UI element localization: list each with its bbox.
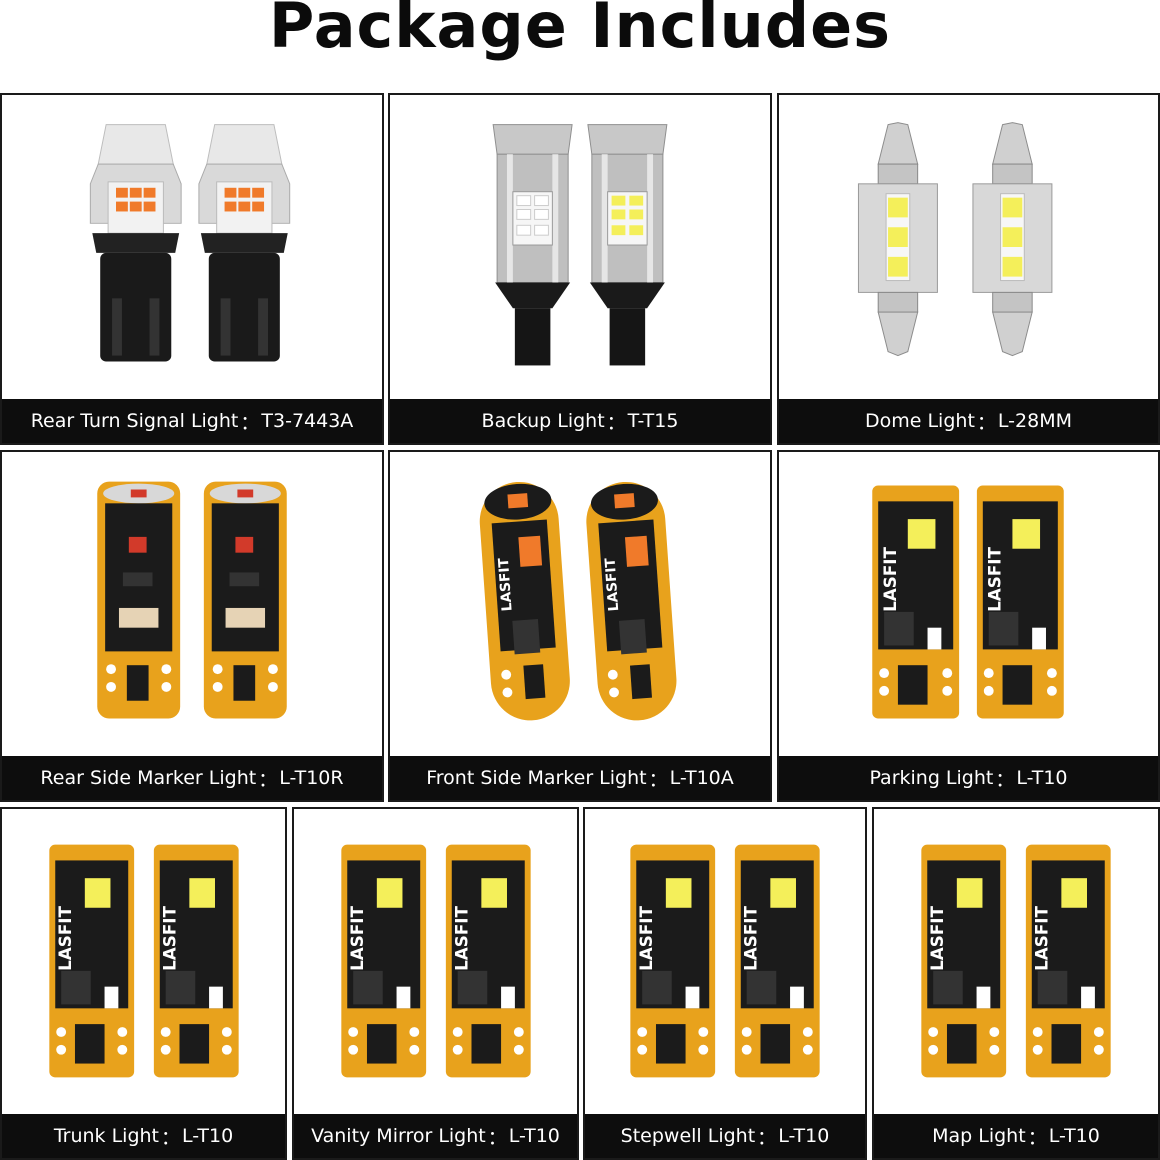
pcb-brand-mark: LASFIT [452,905,472,970]
product-card-backup-light: Backup Light：T-T15 [388,93,772,445]
caption-label: Rear Side Marker Light [40,767,257,789]
product-card-rear-turn-signal: Rear Turn Signal Light：T3-7443A [0,93,384,445]
caption-label: Front Side Marker Light [426,767,647,789]
caption-separator: ： [976,411,996,434]
caption-label: Dome Light [864,410,975,432]
bulb-t10-amber-pair: LASFIT LASFIT [479,481,677,721]
bulb-t10-white-icon: LASFIT LASFIT [2,809,285,1114]
bulb-t10-red-pair [97,481,287,719]
pcb-brand-mark: LASFIT [1032,905,1052,970]
caption-code: L-T10 [778,1125,830,1147]
caption-backup-light: Backup Light：T-T15 [390,399,770,443]
caption-label: Parking Light [869,767,994,789]
caption-separator: ： [648,768,668,791]
caption-label: Rear Turn Signal Light [30,410,239,432]
bulb-t10-red-icon [2,452,382,756]
caption-map-light: Map Light：L-T10 [874,1114,1158,1158]
caption-code: L-T10 [1048,1125,1100,1147]
pcb-brand-mark: LASFIT [927,905,947,970]
pcb-brand-mark: LASFIT [636,905,656,970]
product-card-rear-side-marker: Rear Side Marker Light：L-T10R [0,450,384,802]
caption-code: L-T10 [182,1125,234,1147]
caption-code: L-T10A [669,767,734,789]
caption-code: T-T15 [627,410,679,432]
product-card-vanity-mirror-light: LASFIT LASFIT Vanity Mirror Light：L-T10 [292,807,579,1160]
caption-rear-side-marker: Rear Side Marker Light：L-T10R [2,756,382,800]
pcb-brand-mark: LASFIT [160,905,180,970]
product-card-map-light: LASFIT LASFIT Map Light：L-T10 [872,807,1160,1160]
product-card-dome-light: Dome Light：L-28MM [777,93,1160,445]
caption-separator: ： [240,411,260,434]
caption-rear-turn-signal: Rear Turn Signal Light：T3-7443A [2,399,382,443]
caption-separator: ： [757,1126,777,1149]
caption-trunk-light: Trunk Light：L-T10 [2,1114,285,1158]
product-card-trunk-light: LASFIT LASFIT Trunk Light：L-T10 [0,807,287,1160]
bulb-t15-pair [492,124,668,366]
bulb-7443-icon [2,95,382,399]
bulb-7443-pair [89,124,291,362]
bulb-festoon-icon [779,95,1158,399]
caption-separator: ： [487,1126,507,1149]
bulb-t10-amber-icon: LASFIT LASFIT [390,452,770,756]
caption-separator: ： [995,768,1015,791]
pcb-brand-mark: LASFIT [347,905,367,970]
caption-label: Map Light [932,1125,1026,1147]
page-title: Package Includes [268,0,892,62]
product-card-front-side-marker: LASFIT LASFIT Front Side Marker Light：L-… [388,450,772,802]
pcb-brand-mark: LASFIT [985,546,1005,611]
bulb-t10-white-icon: LASFIT LASFIT [585,809,865,1114]
caption-code: L-T10R [279,767,344,789]
caption-separator: ： [606,411,626,434]
bulb-t10-white-icon: LASFIT LASFIT [294,809,577,1114]
caption-stepwell-light: Stepwell Light：L-T10 [585,1114,865,1158]
product-card-parking-light: LASFIT LASFIT Parking Light：L-T10 [777,450,1160,802]
pcb-brand-mark: LASFIT [602,557,622,612]
bulb-t10-white-pair: LASFIT LASFIT [341,844,531,1078]
caption-dome-light: Dome Light：L-28MM [779,399,1158,443]
caption-parking-light: Parking Light：L-T10 [779,756,1158,800]
caption-label: Trunk Light [53,1125,159,1147]
caption-code: L-T10 [508,1125,560,1147]
bulb-t10-white-icon: LASFIT LASFIT [779,452,1158,756]
bulb-t10-white-icon: LASFIT LASFIT [874,809,1158,1114]
pcb-brand-mark: LASFIT [741,905,761,970]
caption-code: L-28MM [997,410,1072,432]
pcb-brand-mark: LASFIT [496,557,516,612]
bulb-t10-white-pair: LASFIT LASFIT [49,844,239,1078]
bulb-festoon-pair [857,122,1053,357]
caption-label: Vanity Mirror Light [311,1125,486,1147]
pcb-brand-mark: LASFIT [55,905,75,970]
bulb-t10-white-pair: LASFIT LASFIT [921,844,1111,1078]
product-card-stepwell-light: LASFIT LASFIT Stepwell Light：L-T10 [583,807,867,1160]
caption-separator: ： [1027,1126,1047,1149]
caption-label: Stepwell Light [620,1125,756,1147]
pcb-brand-mark: LASFIT [880,546,900,611]
caption-code: T3-7443A [261,410,354,432]
caption-label: Backup Light [481,410,605,432]
caption-vanity-mirror-light: Vanity Mirror Light：L-T10 [294,1114,577,1158]
caption-separator: ： [258,768,278,791]
caption-code: L-T10 [1016,767,1068,789]
caption-separator: ： [161,1126,181,1149]
bulb-t10-white-pair: LASFIT LASFIT [872,485,1064,719]
bulb-t15-icon [390,95,770,399]
bulb-t10-white-pair: LASFIT LASFIT [630,844,820,1078]
caption-front-side-marker: Front Side Marker Light：L-T10A [390,756,770,800]
